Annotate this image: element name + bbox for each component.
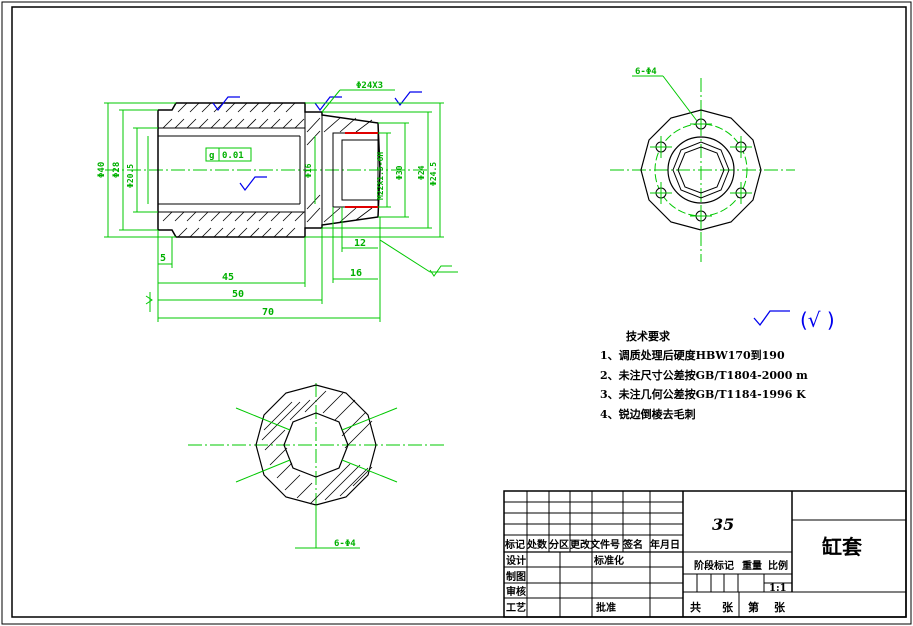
- lbl-approve: 批准: [596, 601, 616, 614]
- lbl-sheet-no: 第: [748, 600, 759, 614]
- general-roughness-mark: (√ ): [800, 308, 835, 332]
- note-item-3: 3、未注几何公差按GB/T1184-1996 K: [600, 387, 806, 401]
- lbl-total: 共: [690, 600, 701, 614]
- dim-d28: Φ28: [112, 162, 122, 178]
- lbl-sheet-unit1: 张: [722, 600, 734, 614]
- hdr-date: 年月日: [650, 538, 680, 551]
- hatch-top: [162, 102, 373, 146]
- hdr-mark: 标记: [504, 538, 525, 551]
- dim-len5: 5: [160, 253, 166, 264]
- material: 35: [712, 515, 734, 534]
- lbl-draw: 制图: [506, 570, 526, 583]
- dim-len50: 50: [232, 289, 244, 300]
- dim-m22: M22X1.5-6H: [376, 152, 385, 200]
- dim-len16: 16: [350, 268, 362, 279]
- note-item-2: 2、未注尺寸公差按GB/T1804-2000 m: [600, 368, 808, 382]
- section-view: g 0.01 Φ40 Φ28 Φ20.5 Φ16 M22X1.5-6H Φ30 …: [97, 81, 458, 322]
- dim-d20: Φ20.5: [126, 164, 135, 188]
- cross-section: 6-Φ4: [188, 383, 445, 549]
- notes-title: 技术要求: [626, 329, 671, 343]
- dim-d40: Φ40: [97, 162, 107, 178]
- dim-d24top: Φ24X3: [356, 81, 383, 91]
- lbl-weight: 重量: [742, 559, 762, 572]
- dim-len12: 12: [354, 238, 366, 249]
- dim-d16: Φ16: [304, 163, 313, 178]
- hdr-sign: 签名: [622, 538, 643, 551]
- end-view: 6-Φ4: [610, 67, 795, 262]
- part-name: 缸套: [822, 535, 862, 559]
- dim-len70: 70: [262, 307, 274, 318]
- lbl-design: 设计: [506, 554, 526, 567]
- hdr-zone: 分区: [549, 538, 569, 551]
- note-item-4: 4、锐边倒棱去毛刺: [600, 407, 696, 421]
- hatch-bottom: [162, 194, 373, 238]
- dim-holes-top: 6-Φ4: [635, 67, 657, 77]
- title-block: [503, 490, 907, 618]
- hdr-count: 处数: [526, 538, 548, 551]
- tolerance-symbol: g: [209, 151, 214, 161]
- cross-hatch: [261, 390, 373, 505]
- dim-d24: Φ24: [417, 165, 426, 180]
- lbl-check: 审核: [506, 585, 526, 598]
- dim-d24b: Φ24.5: [429, 162, 438, 186]
- scale-value: 1:1: [769, 583, 787, 594]
- technical-notes: 技术要求 1、调质处理后硬度HBW170到190 2、未注尺寸公差按GB/T18…: [600, 329, 808, 421]
- note-item-1: 1、调质处理后硬度HBW170到190: [600, 348, 785, 362]
- lbl-process: 工艺: [506, 601, 526, 614]
- general-roughness: (√ ): [753, 308, 835, 332]
- lbl-scale: 比例: [768, 559, 788, 572]
- tolerance-value: 0.01: [222, 151, 244, 161]
- sheet-inner-border: [11, 6, 907, 618]
- lbl-standardize: 标准化: [593, 554, 624, 567]
- dim-d30: Φ30: [395, 165, 404, 180]
- lbl-stage-mark: 阶段标记: [694, 559, 734, 572]
- title-block-text: 35 缸套 标记 处数 分区 更改文件号 签名 年月日 设计 标准化 制图 审核…: [504, 515, 862, 614]
- dim-holes-bottom: 6-Φ4: [334, 539, 356, 549]
- hdr-changedoc: 更改文件号: [570, 538, 620, 551]
- lbl-sheet-unit2: 张: [774, 600, 786, 614]
- dim-len45: 45: [222, 272, 234, 283]
